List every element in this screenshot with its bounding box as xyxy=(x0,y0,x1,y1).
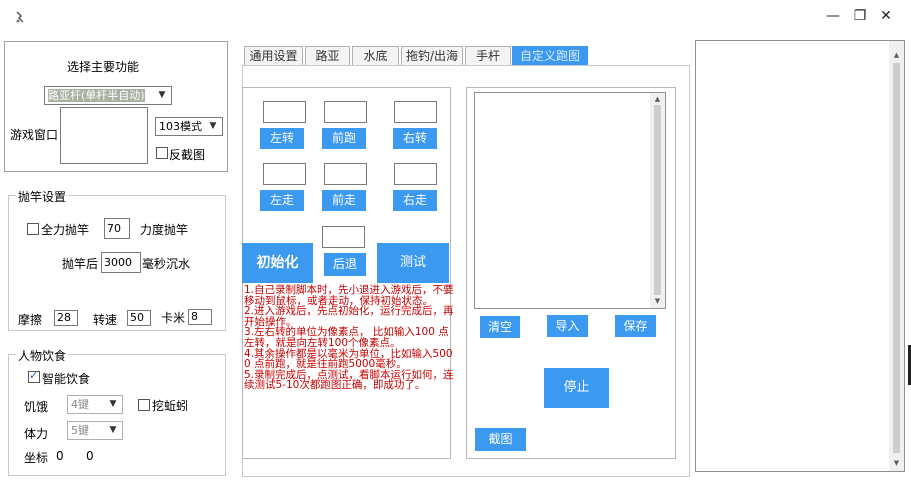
scroll-down-icon[interactable]: ▼ xyxy=(893,459,900,467)
mode-select-value: 路亚杆(单杆半自动) xyxy=(48,89,145,102)
hunger-select[interactable]: 4键 ▼ xyxy=(67,395,123,414)
cast-settings-title: 抛竿设置 xyxy=(16,188,69,205)
game-window-box[interactable] xyxy=(60,107,148,164)
log-scrollbar[interactable]: ▲ ▼ xyxy=(889,41,904,471)
title-bar: — ❐ ✕ xyxy=(0,0,911,32)
tab-lure[interactable]: 路亚 xyxy=(305,46,350,65)
power-label: 力度抛竿 xyxy=(140,223,189,237)
dig-worm-checkbox[interactable] xyxy=(138,399,150,411)
stamina-select-value: 5键 xyxy=(71,424,89,437)
run-forward-button[interactable]: 前跑 xyxy=(322,128,366,149)
tab-general-settings[interactable]: 通用设置 xyxy=(244,46,303,65)
turn-right-button[interactable]: 右转 xyxy=(393,128,437,149)
back-button[interactable]: 后退 xyxy=(324,253,366,276)
coord-y-value: 0 xyxy=(86,449,94,463)
after-cast-label: 抛竿后 xyxy=(62,257,99,271)
hunger-label: 饥饿 xyxy=(24,400,49,414)
dig-worm-label: 挖蚯蚓 xyxy=(152,399,189,413)
scroll-up-icon[interactable]: ▲ xyxy=(654,95,661,103)
log-panel[interactable]: ▲ ▼ xyxy=(695,40,905,472)
turn-left-button[interactable]: 左转 xyxy=(260,128,304,149)
speed-input[interactable]: 50 xyxy=(127,310,151,326)
clear-button[interactable]: 清空 xyxy=(480,316,520,338)
smart-food-checkbox[interactable] xyxy=(28,369,40,383)
stop-button[interactable]: 停止 xyxy=(544,368,609,408)
script-scrollbar-thumb[interactable] xyxy=(654,105,661,295)
friction-input[interactable]: 28 xyxy=(54,310,78,326)
chevron-down-icon: ▼ xyxy=(109,425,117,435)
stamina-select[interactable]: 5键 ▼ xyxy=(67,421,123,440)
full-power-checkbox[interactable] xyxy=(27,223,39,235)
mode2-select[interactable]: 103模式 ▼ xyxy=(155,117,223,136)
turn-left-input[interactable] xyxy=(263,101,306,123)
walk-forward-button[interactable]: 前走 xyxy=(322,190,366,211)
log-scrollbar-thumb[interactable] xyxy=(893,63,900,453)
food-title: 人物饮食 xyxy=(16,347,69,364)
stamina-label: 体力 xyxy=(24,427,49,441)
chevron-down-icon: ▼ xyxy=(158,90,166,100)
kami-input[interactable]: 8 xyxy=(188,309,212,325)
window-right-edge xyxy=(908,345,911,385)
cast-settings-group xyxy=(8,195,226,331)
route-script-textarea[interactable]: ▲ ▼ xyxy=(474,92,666,309)
mode2-select-value: 103模式 xyxy=(159,120,202,133)
walk-forward-input[interactable] xyxy=(324,163,367,185)
food-group xyxy=(8,354,226,476)
tab-hand-rod[interactable]: 手杆 xyxy=(465,46,511,65)
kami-label: 卡米 xyxy=(161,311,186,325)
instructions-text: 1.自己录制脚本时，先小退进入游戏后，不要移动到鼠标，或者走动，保持初始状态。 … xyxy=(244,284,454,392)
main-function-title: 选择主要功能 xyxy=(67,60,140,74)
reverse-capture-checkbox[interactable] xyxy=(156,147,168,159)
tab-trolling[interactable]: 拖钓/出海 xyxy=(401,46,463,65)
sink-label: 毫秒沉水 xyxy=(142,257,191,271)
init-button[interactable]: 初始化 xyxy=(242,243,313,283)
run-forward-input[interactable] xyxy=(324,101,367,123)
mode-select[interactable]: 路亚杆(单杆半自动) ▼ xyxy=(44,86,172,105)
coord-label: 坐标 xyxy=(24,451,49,465)
reverse-capture-label: 反截图 xyxy=(169,148,206,162)
route-script-panel xyxy=(466,87,676,459)
close-button[interactable]: ✕ xyxy=(880,8,892,24)
import-button[interactable]: 导入 xyxy=(547,315,588,337)
capture-button[interactable]: 截图 xyxy=(475,428,526,451)
walk-right-button[interactable]: 右走 xyxy=(393,190,437,211)
walk-right-input[interactable] xyxy=(394,163,437,185)
scroll-down-icon[interactable]: ▼ xyxy=(654,297,661,305)
walk-left-button[interactable]: 左走 xyxy=(260,190,304,211)
walk-left-input[interactable] xyxy=(263,163,306,185)
speed-label: 转速 xyxy=(93,313,118,327)
hunger-select-value: 4键 xyxy=(71,398,89,411)
tab-custom-route[interactable]: 自定义跑图 xyxy=(512,46,588,65)
friction-label: 摩擦 xyxy=(18,313,43,327)
maximize-button[interactable]: ❐ xyxy=(853,8,867,24)
coord-x-value: 0 xyxy=(56,449,64,463)
app-icon xyxy=(14,10,28,24)
full-power-label: 全力抛竿 xyxy=(41,223,90,237)
save-button[interactable]: 保存 xyxy=(615,315,656,337)
minimize-button[interactable]: — xyxy=(826,8,840,24)
tab-bottom[interactable]: 水底 xyxy=(352,46,399,65)
turn-right-input[interactable] xyxy=(394,101,437,123)
test-button[interactable]: 测试 xyxy=(377,243,449,283)
power-input[interactable]: 70 xyxy=(104,218,130,239)
game-window-label: 游戏窗口 xyxy=(10,128,59,142)
script-scrollbar[interactable]: ▲ ▼ xyxy=(650,93,665,308)
chevron-down-icon: ▼ xyxy=(109,399,117,409)
chevron-down-icon: ▼ xyxy=(209,121,217,131)
scroll-up-icon[interactable]: ▲ xyxy=(893,51,900,59)
back-input[interactable] xyxy=(322,226,365,248)
smart-food-label: 智能饮食 xyxy=(42,372,91,386)
sink-ms-input[interactable]: 3000 xyxy=(101,252,141,273)
